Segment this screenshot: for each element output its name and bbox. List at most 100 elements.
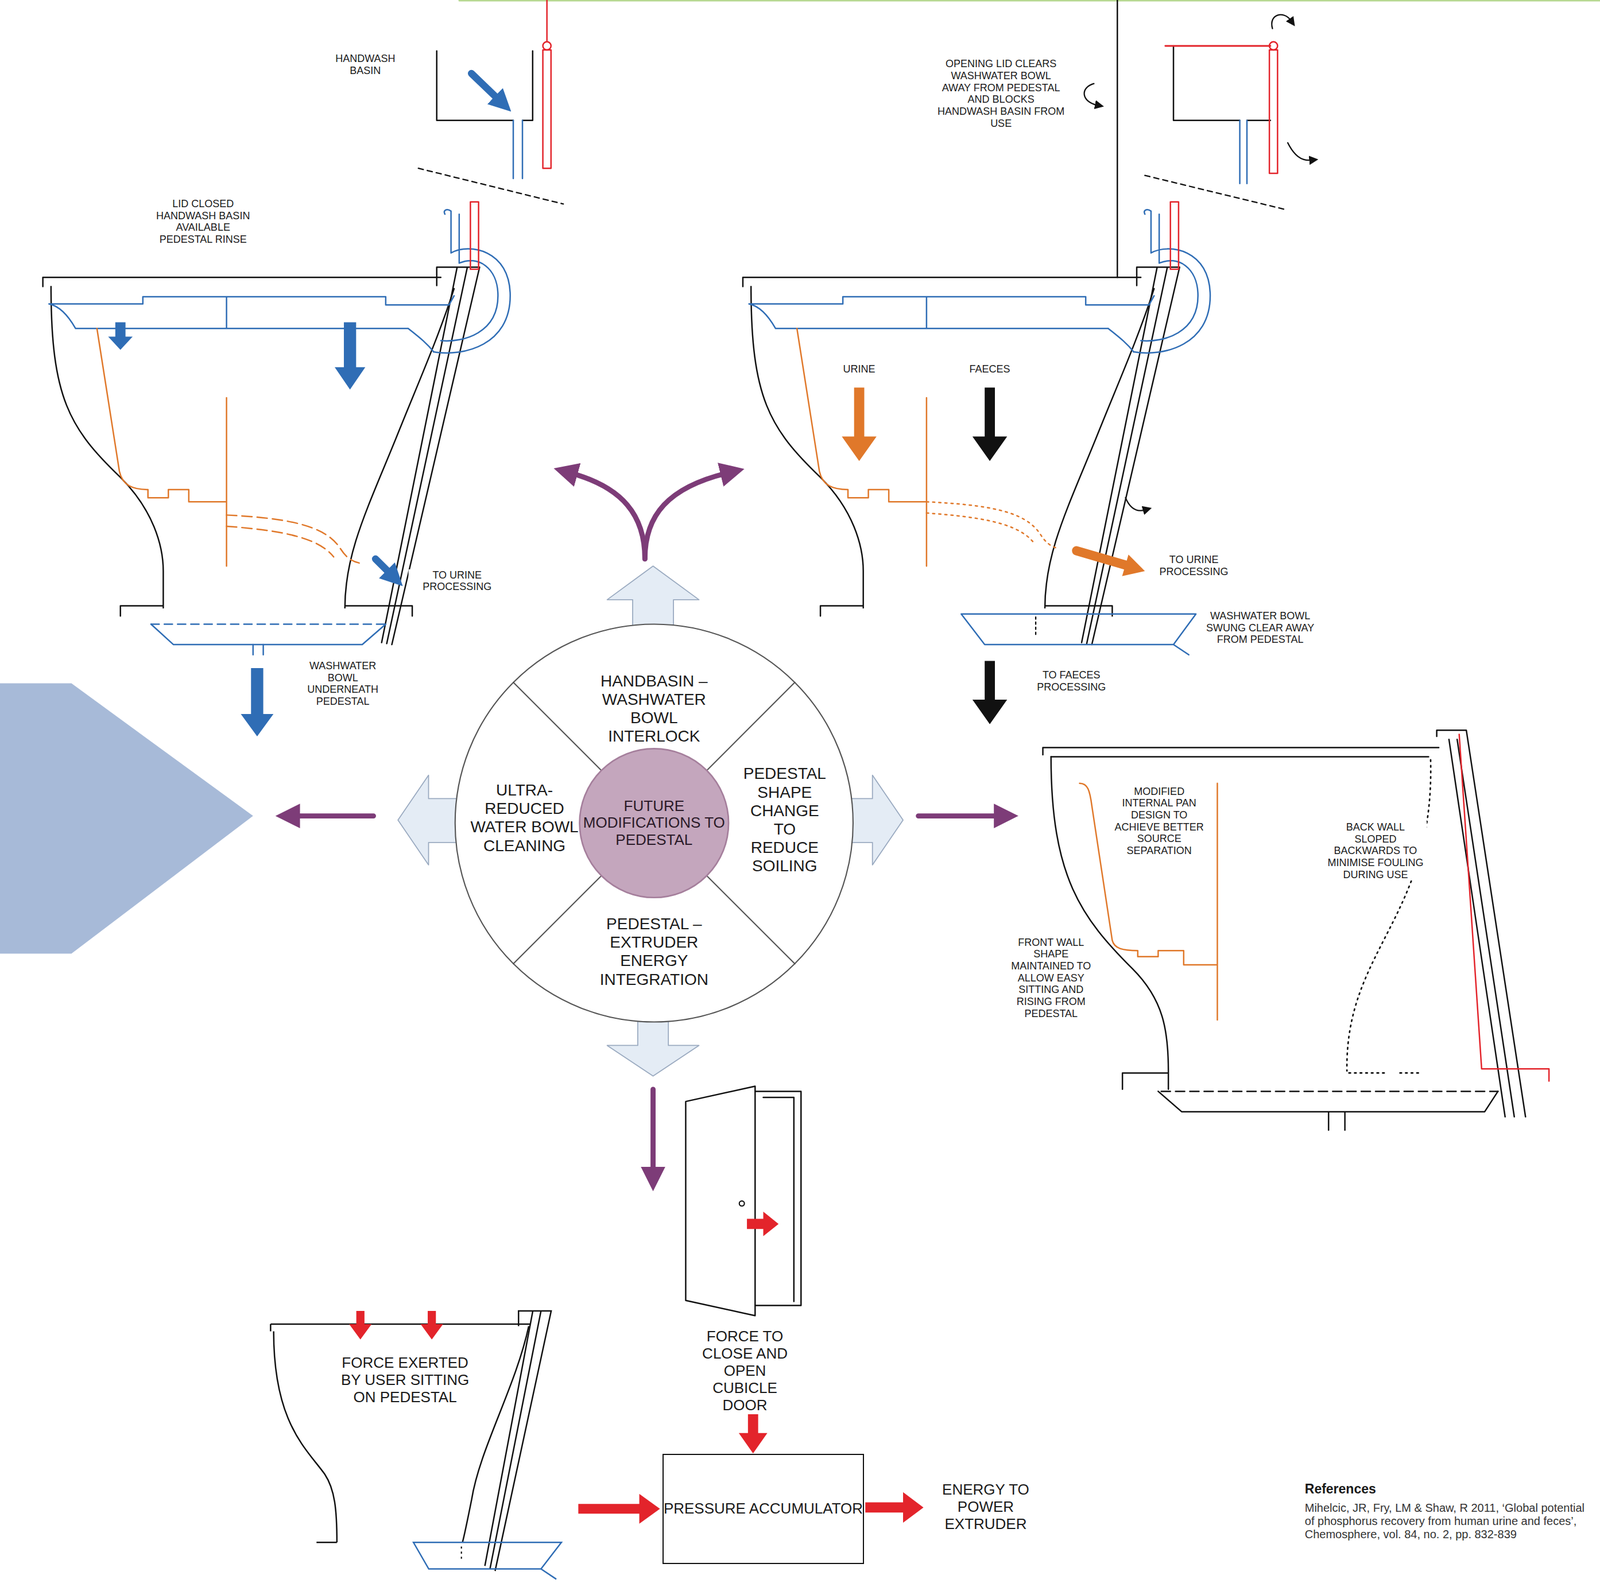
pedestal-lid-closed xyxy=(150,624,386,646)
handwash-basin-open xyxy=(1116,0,1118,278)
text-holder: FORCE EXERTED BY USER SITTING ON PEDESTA… xyxy=(338,1354,472,1407)
pedestal-lid-closed xyxy=(226,514,360,564)
pedestal-reshaped xyxy=(1043,748,1440,758)
pedestal-lid-closed xyxy=(253,644,264,656)
handwash-basin-closed xyxy=(545,0,548,41)
annotation: TO URINE PROCESSING xyxy=(408,569,506,594)
pedestal-outline xyxy=(273,1331,337,1544)
handwash-basin-open xyxy=(1287,142,1312,161)
cubicle-door xyxy=(746,1211,779,1237)
pedestal-lid-open xyxy=(926,501,1060,549)
sector-label: ULTRA- REDUCED WATER BOWL CLEANING xyxy=(467,763,582,874)
node-text: ULTRA- REDUCED WATER BOWL CLEANING xyxy=(467,781,582,856)
modification-wheel xyxy=(455,624,854,1023)
purple-arrows xyxy=(650,1089,656,1174)
annotation: FRONT WALL SHAPE MAINTAINED TO ALLOW EAS… xyxy=(1005,936,1098,1021)
top-rule xyxy=(459,0,1600,2)
pedestal-outline xyxy=(413,1542,562,1580)
sector-label: PEDESTAL SHAPE CHANGE TO REDUCE SOILING xyxy=(738,760,831,881)
pedestal-lid-open xyxy=(1035,617,1037,635)
annotation: WASHWATER BOWL SWUNG CLEAR AWAY FROM PED… xyxy=(1201,610,1319,646)
side-panel xyxy=(0,683,254,955)
pedestal-outline xyxy=(267,1306,572,1577)
pedestal-lid-closed xyxy=(375,559,390,574)
block-arrows xyxy=(397,775,460,866)
pedestal-outline xyxy=(270,1324,531,1332)
cubicle-door xyxy=(865,1492,924,1524)
arrow-head xyxy=(639,1494,661,1525)
hub-circle: FUTURE MODIFICATIONS TO PEDESTAL xyxy=(582,783,726,864)
pedestal-lid-open xyxy=(972,660,1007,724)
handwash-basin-open xyxy=(1144,175,1284,210)
handwash-basin-open xyxy=(1125,497,1145,511)
annotation: TO FAECES PROCESSING xyxy=(1023,669,1121,693)
pedestal-reshaped xyxy=(1161,1090,1499,1092)
purple-arrows xyxy=(918,813,1001,819)
purple-arrows xyxy=(571,473,645,560)
pedestal-reshaped xyxy=(1459,734,1549,1082)
block-arrows xyxy=(397,566,904,1076)
annotation: LID CLOSED HANDWASH BASIN AVAILABLE PEDE… xyxy=(146,198,260,246)
annotation: TO URINE PROCESSING xyxy=(1145,554,1243,578)
handwash-basin-closed xyxy=(418,0,564,204)
sector-label: PEDESTAL – EXTRUDER ENERGY INTEGRATION xyxy=(582,909,726,994)
pedestal-outline xyxy=(460,1547,462,1562)
handwash-basin-closed xyxy=(513,120,523,179)
energy-arrow xyxy=(578,1494,660,1525)
pedestal-lid-open xyxy=(961,614,1196,656)
pedestal-reshaped xyxy=(1079,783,1218,1021)
annotation: ENERGY TO POWER EXTRUDER xyxy=(927,1481,1045,1534)
reference-text: References xyxy=(1303,1481,1378,1497)
handwash-basin-closed xyxy=(436,51,533,121)
pedestal-lid-closed xyxy=(43,202,511,645)
handwash-basin-open xyxy=(1240,120,1247,184)
handwash-basin-closed xyxy=(543,49,552,169)
modification-wheel xyxy=(455,624,854,1023)
handwash-basin-open xyxy=(1084,83,1098,106)
pedestal-outline xyxy=(349,1311,372,1340)
annotation: BACK WALL SLOPED BACKWARDS TO MINIMISE F… xyxy=(1324,821,1427,881)
arrow-shaft xyxy=(578,1504,641,1514)
node-text: HANDBASIN – WASHWATER BOWL INTERLOCK xyxy=(584,672,724,747)
pedestal-lid-closed xyxy=(43,202,511,737)
pedestal-lid-open xyxy=(972,387,1007,461)
pedestal-lid-open xyxy=(1122,554,1146,576)
pedestal-lid-closed xyxy=(240,668,274,737)
pedestal-lid-open xyxy=(841,387,877,461)
annotation: URINE xyxy=(841,363,878,376)
annotation: WASHWATER BOWL UNDERNEATH PEDESTAL xyxy=(299,660,387,708)
purple-arrows xyxy=(293,813,374,819)
modification-wheel xyxy=(579,748,730,898)
pedestal-outline xyxy=(420,1311,443,1340)
handwash-basin-open xyxy=(1173,45,1271,121)
pedestal-reshaped xyxy=(1043,730,1550,1131)
cubicle-door xyxy=(754,1091,801,1306)
annotation: OPENING LID CLEARS WASHWATER BOWL AWAY F… xyxy=(934,57,1068,130)
cubicle-door xyxy=(739,1201,745,1207)
block-arrows xyxy=(607,1020,700,1077)
pedestal-lid-open xyxy=(742,202,1211,725)
reference-text: Mihelcic, JR, Fry, LM & Shaw, R 2011, ‘G… xyxy=(1303,1501,1595,1542)
handwash-basin-open xyxy=(1165,45,1271,48)
annotation: FORCE TO CLOSE AND OPEN CUBICLE DOOR xyxy=(688,1328,802,1414)
pedestal-lid-closed xyxy=(107,322,133,351)
purple-arrows xyxy=(293,473,1001,1174)
cubicle-door xyxy=(685,1086,755,1316)
sector-label: HANDBASIN – WASHWATER BOWL INTERLOCK xyxy=(584,667,724,751)
annotation: FAECES xyxy=(967,363,1013,376)
block-arrows xyxy=(607,566,700,631)
pedestal-lid-closed xyxy=(334,322,366,390)
purple-arrows xyxy=(644,473,727,560)
node-text: PEDESTAL SHAPE CHANGE TO REDUCE SOILING xyxy=(738,764,831,876)
pedestal-lid-closed xyxy=(150,623,386,625)
handwash-basin-closed xyxy=(543,41,552,50)
pedestal-reshaped xyxy=(1157,1091,1498,1131)
cubicle-door xyxy=(738,1407,768,1454)
pedestal-lid-open xyxy=(1076,551,1126,566)
process-box: PRESSURE ACCUMULATOR xyxy=(662,1454,865,1565)
node-text: FORCE EXERTED BY USER SITTING ON PEDESTA… xyxy=(338,1354,472,1407)
handwash-basin-open xyxy=(1271,14,1291,29)
node-text: PEDESTAL – EXTRUDER ENERGY INTEGRATION xyxy=(582,915,726,990)
node-text: PRESSURE ACCUMULATOR xyxy=(663,1500,863,1518)
